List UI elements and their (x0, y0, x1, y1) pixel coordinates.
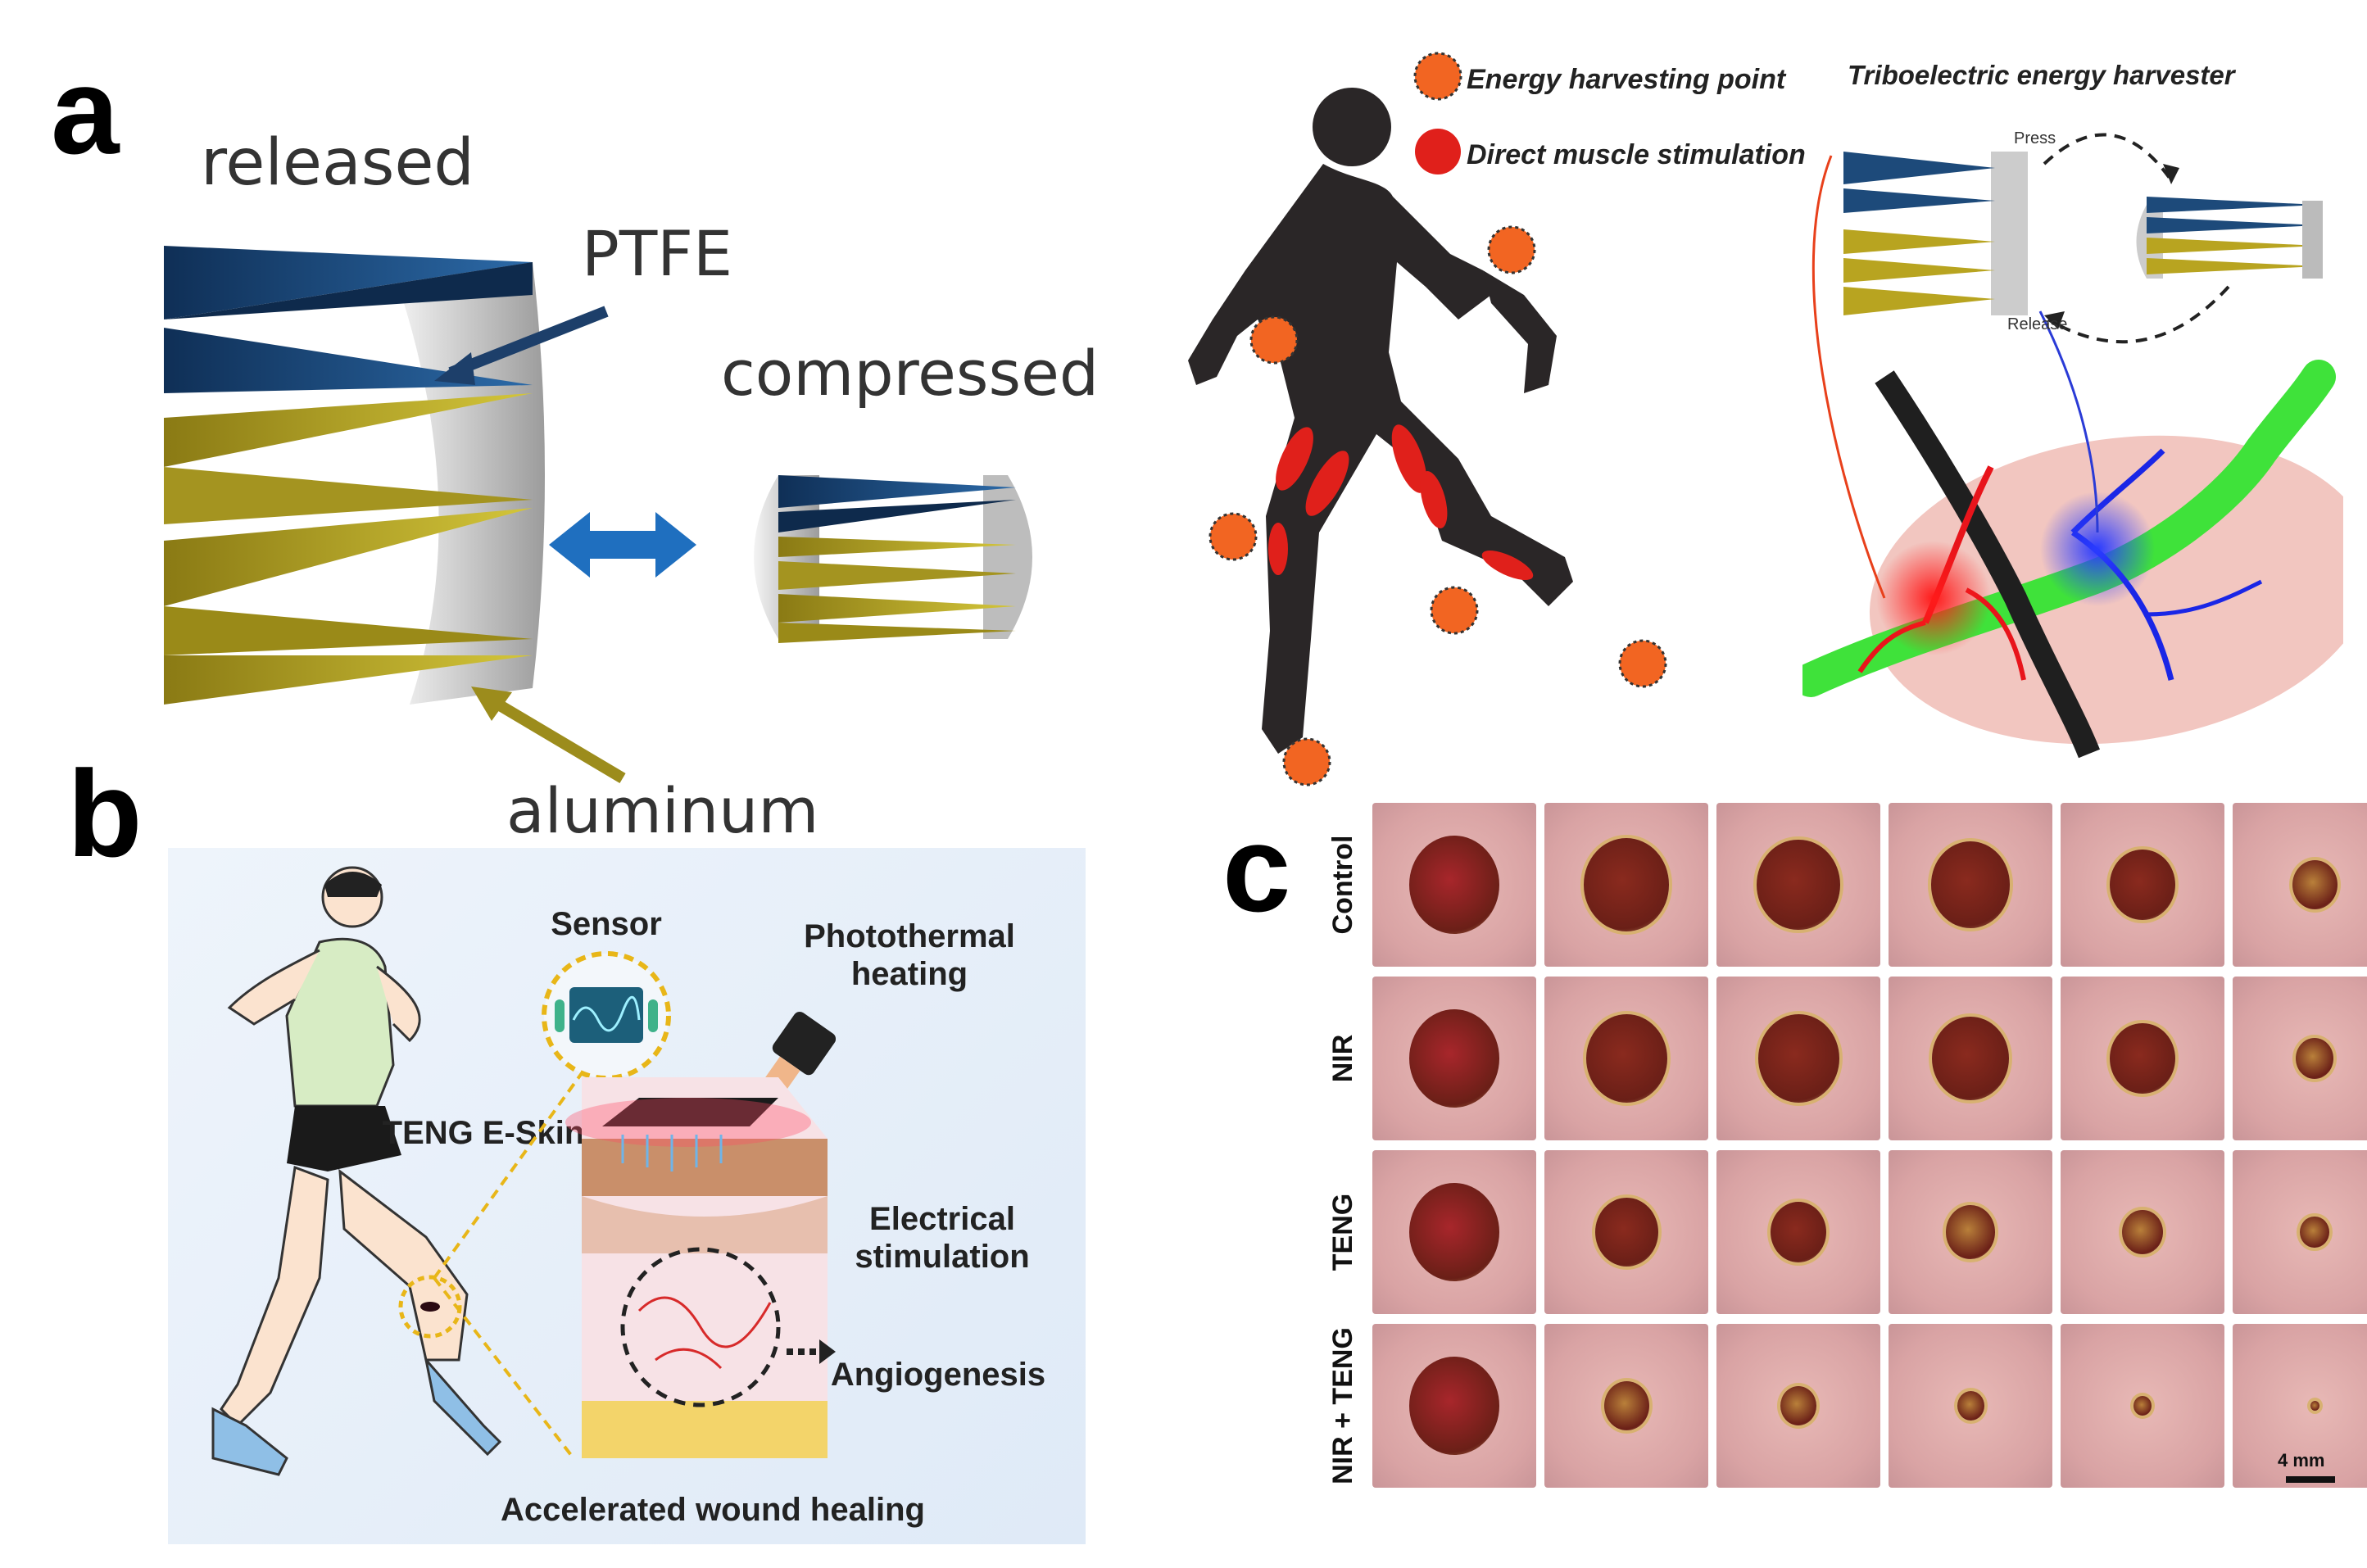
wound-photo (1544, 803, 1708, 967)
harvester-vessel-illustration (1802, 133, 2343, 759)
ptfe-layer-2 (164, 262, 533, 319)
wound-spot (1409, 1183, 1499, 1281)
legend-stim-label: Direct muscle stimulation (1467, 139, 1806, 170)
wound-photo (1716, 1150, 1880, 1314)
panel-a-letter: a (51, 42, 120, 179)
press-label: Press (2014, 129, 2056, 147)
row-label: TENG (1327, 1193, 1358, 1271)
scale-bar-label: 4 mm (2278, 1450, 2325, 1471)
row-label: NIR + TENG (1327, 1327, 1358, 1484)
harvest-point-legend-icon (1413, 52, 1462, 101)
wound-spot (2122, 1210, 2163, 1254)
aluminum-layer-3 (164, 508, 533, 606)
wound-spot (1945, 1205, 1996, 1259)
wound-spot (1409, 1009, 1499, 1108)
wound-photo (1889, 803, 2052, 967)
legend-harvest-label: Energy harvesting point (1467, 64, 1786, 95)
aluminum-layer-2 (164, 467, 533, 524)
wound-spot (2292, 860, 2338, 909)
wound-spot (1932, 1017, 2009, 1100)
wound-spot (2133, 1396, 2152, 1416)
wound-spot (1409, 836, 1499, 934)
wound-photo (2233, 977, 2367, 1140)
ptfe-layer-1 (164, 246, 533, 319)
harvester-zigzag-diagram (164, 246, 1032, 784)
double-arrow (549, 512, 696, 578)
wound-spot (1585, 1014, 1667, 1103)
aluminum-layer-1 (164, 393, 533, 467)
released-label: released (201, 126, 474, 200)
wound-grid (1311, 803, 2367, 1491)
wound-spot (1757, 1014, 1839, 1103)
aluminum-layer-5 (164, 655, 533, 705)
wound-photo (1889, 1150, 2052, 1314)
wound-spot (2310, 1401, 2319, 1411)
wound-spot (1770, 1201, 1827, 1263)
wound-photo (2061, 977, 2224, 1140)
wound-spot (2295, 1037, 2334, 1080)
wound-photo (2233, 1324, 2367, 1488)
wound-photo (1716, 977, 1880, 1140)
skin-cross-section (433, 1011, 836, 1460)
wound-spot (1957, 1391, 1984, 1421)
runner-silhouette (1188, 88, 1667, 786)
row-label: NIR (1327, 1034, 1358, 1083)
harvester-title: Triboelectric energy harvester (1848, 60, 2235, 90)
wound-photo (1716, 1324, 1880, 1488)
wound-photo (1372, 1324, 1536, 1488)
panel-c-letter: c (1222, 800, 1291, 937)
wound-spot (2110, 1022, 2175, 1094)
compressed-label: compressed (721, 337, 1100, 410)
wound-spot (1603, 1381, 1649, 1430)
wound-spot (1409, 1357, 1499, 1455)
wound-photo (1716, 803, 1880, 967)
aluminum-arrow (488, 695, 626, 784)
panel-b-letter: b (67, 745, 143, 882)
wound-photo (1889, 1324, 2052, 1488)
wound-photo (1544, 1150, 1708, 1314)
teng-eskin-label: TENG E-Skin (382, 1115, 585, 1151)
wound-spot (2300, 1216, 2329, 1249)
photothermal-label: Photothermal heating (804, 918, 1015, 992)
aluminum-label: aluminum (506, 774, 819, 847)
wound-photo (2061, 1324, 2224, 1488)
wound-photo (2233, 803, 2367, 967)
row-label: Control (1327, 835, 1358, 935)
wound-spot (1930, 841, 2011, 928)
wound-photo (1889, 977, 2052, 1140)
muscle-stim-legend-icon (1415, 129, 1461, 174)
electrical-label: Electrical stimulation (855, 1201, 1030, 1275)
wound-photo (2061, 803, 2224, 967)
ptfe-arrow (448, 306, 609, 378)
ptfe-label: PTFE (582, 217, 732, 290)
aluminum-layer-4 (164, 606, 533, 655)
angiogenesis-label: Angiogenesis (830, 1357, 1046, 1393)
release-label: Release (2007, 315, 2068, 333)
wound-spot (1583, 838, 1670, 931)
sensor-label: Sensor (551, 906, 662, 942)
wound-photo (2233, 1150, 2367, 1314)
wound-photo (2061, 1150, 2224, 1314)
wound-photo (1372, 977, 1536, 1140)
wound-photo (1544, 1324, 1708, 1488)
wound-photo (1372, 803, 1536, 967)
wound-healing-caption: Accelerated wound healing (501, 1492, 925, 1528)
scale-bar (2286, 1476, 2335, 1483)
wound-spot (1594, 1198, 1658, 1267)
wound-spot (2110, 849, 2175, 921)
sensor-icon (542, 951, 671, 1081)
wound-photo (1372, 1150, 1536, 1314)
runner-drawing (211, 866, 502, 1476)
wound-spot (1780, 1386, 1816, 1425)
wound-photo (1544, 977, 1708, 1140)
wound-spot (1757, 839, 1840, 931)
